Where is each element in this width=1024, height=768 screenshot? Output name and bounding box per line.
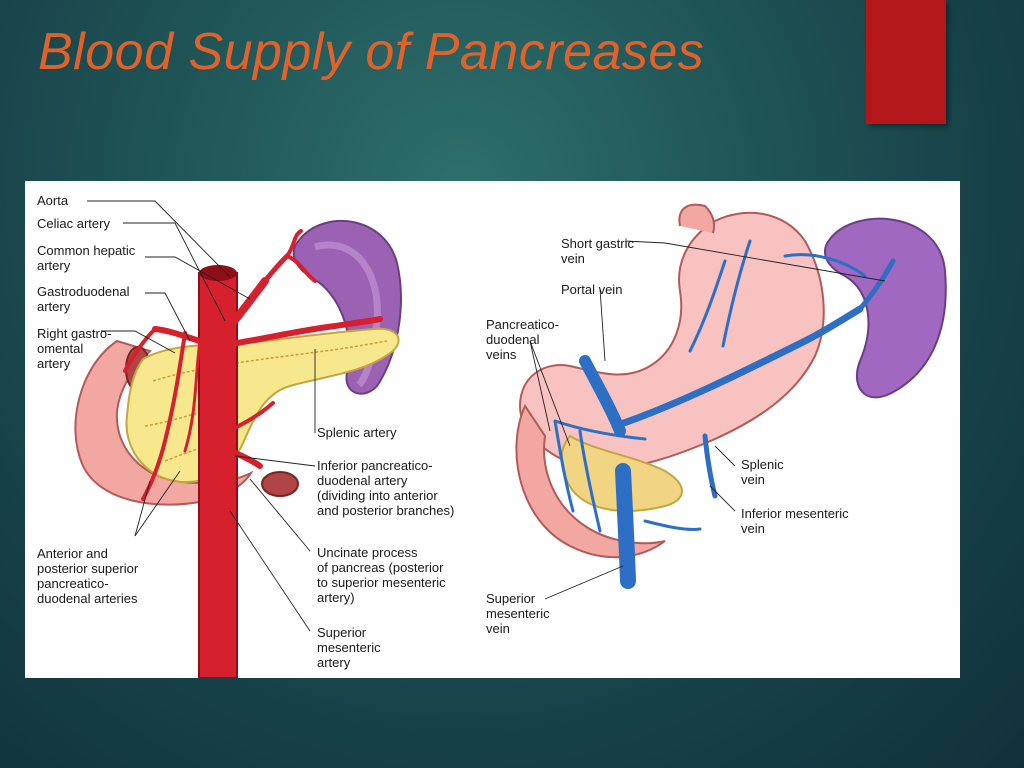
label-portal-vein: Portal vein [561, 282, 623, 297]
superior-mesenteric-vein [615, 463, 636, 589]
anatomy-figure: Aorta Celiac artery Common hepatic arter… [25, 181, 960, 678]
label-uncinate-process: Uncinate process of pancreas (posterior … [317, 545, 446, 605]
label-superior-mesenteric-vein: Superior mesenteric vein [486, 591, 550, 636]
label-short-gastric-vein: Short gastric vein [561, 236, 634, 266]
label-splenic-vein: Splenic vein [741, 457, 784, 487]
label-right-gastroomental-artery: Right gastro- omental artery [37, 326, 112, 371]
label-gastroduodenal-artery: Gastroduodenal artery [37, 284, 130, 314]
label-common-hepatic-artery: Common hepatic artery [37, 243, 136, 273]
accent-bar [866, 0, 946, 124]
label-aorta: Aorta [37, 193, 69, 208]
anatomy-illustration [74, 200, 947, 678]
duodenum-left [74, 339, 254, 506]
label-celiac-artery: Celiac artery [37, 216, 110, 231]
slide-title: Blood Supply of Pancreases [38, 23, 705, 81]
label-inferior-mesenteric-vein: Inferior mesenteric vein [741, 506, 849, 536]
label-superior-pancreaticoduodenal-arteries: Anterior and posterior superior pancreat… [37, 546, 139, 606]
label-superior-mesenteric-artery: Superior mesenteric artery [317, 625, 381, 670]
label-splenic-artery: Splenic artery [317, 425, 397, 440]
aorta-vessel [198, 272, 238, 678]
pancreas-left [125, 327, 400, 483]
spleen-right [824, 217, 947, 399]
jejunum-opening [261, 471, 299, 497]
label-pancreaticoduodenal-veins: Pancreatico- duodenal veins [486, 317, 559, 362]
venous-diagram [515, 203, 947, 600]
label-inferior-pancreaticoduodenal-artery: Inferior pancreatico- duodenal artery (d… [317, 458, 455, 518]
arterial-diagram [74, 200, 402, 678]
duodenum-right [515, 403, 666, 559]
